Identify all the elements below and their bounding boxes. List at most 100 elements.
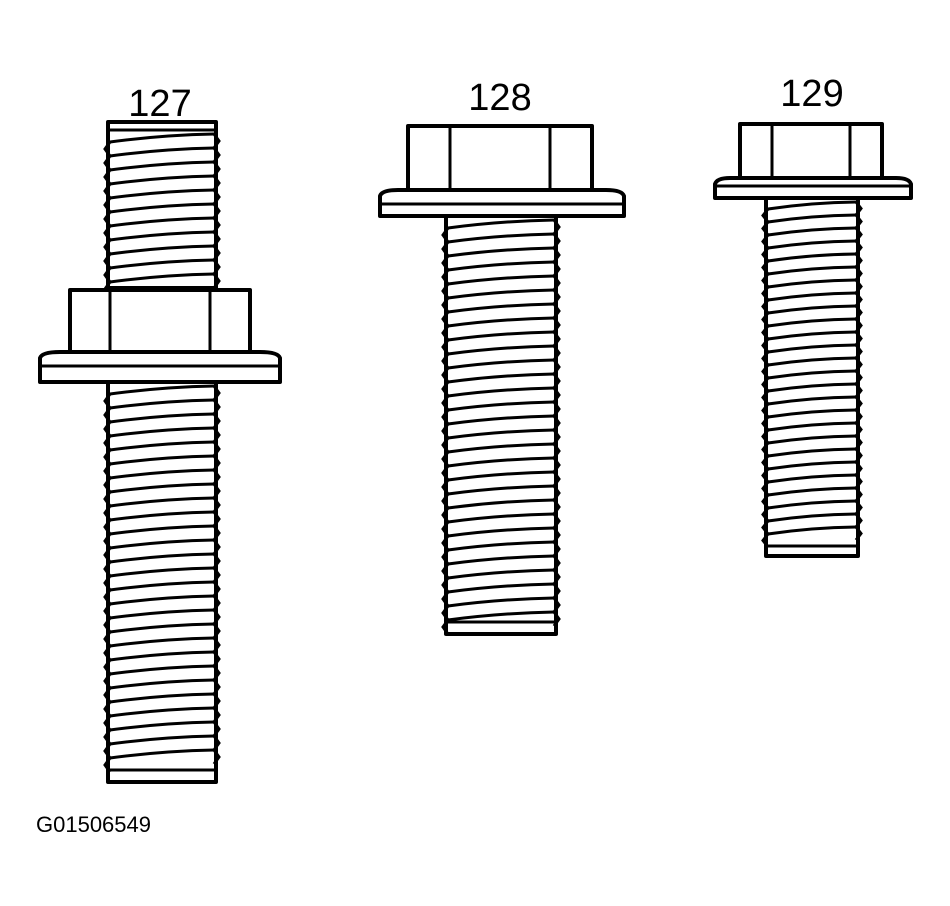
thread-notch [212,693,221,709]
thread-notch [441,493,450,509]
thread-line [109,384,215,396]
thread-notch [552,401,561,417]
thread-line [447,414,555,426]
thread-notch [761,273,770,288]
thread-notch [854,318,863,333]
thread-notch [212,637,221,653]
thread-notch [103,659,112,675]
thread-notch [761,429,770,444]
part-128-label: 128 [468,77,531,119]
thread-line [109,636,215,648]
thread-notch [854,422,863,437]
thread-notch [552,415,561,431]
thread-notch [441,283,450,299]
thread-line [767,356,857,367]
thread-line [447,540,555,552]
part-129-head [713,122,913,200]
thread-notch [854,344,863,359]
thread-line [767,317,857,328]
thread-notch [854,370,863,385]
thread-notch [552,387,561,403]
thread-line [767,239,857,250]
thread-notch [761,403,770,418]
thread-line [109,734,215,746]
thread-notch [761,455,770,470]
thread-line [447,302,555,314]
thread-line [109,440,215,452]
thread-line [767,291,857,302]
thread-notch [212,707,221,723]
thread-notch [212,245,221,261]
thread-line [109,426,215,438]
thread-notch [552,303,561,319]
thread-notch [441,255,450,271]
thread-line [767,395,857,406]
thread-notch [103,617,112,633]
thread-notch [441,269,450,285]
thread-notch [854,526,863,541]
thread-notch [761,442,770,457]
thread-notch [441,409,450,425]
thread-line [767,499,857,510]
thread-line [109,216,215,228]
thread-line [447,386,555,398]
thread-notch [854,292,863,307]
thread-notch [103,491,112,507]
thread-line [109,510,215,522]
thread-notch [552,569,561,585]
thread-line [767,343,857,354]
thread-notch [212,455,221,471]
part-128-thread [441,214,561,636]
thread-notch [103,603,112,619]
thread-notch [854,448,863,463]
thread-notch [103,239,112,255]
thread-notch [552,611,561,627]
thread-line [109,608,215,620]
thread-notch [212,259,221,275]
thread-line [767,213,857,224]
thread-notch [441,619,450,635]
thread-notch [854,227,863,242]
thread-notch [761,247,770,262]
thread-notch [552,247,561,263]
thread-line [109,580,215,592]
thread-notch [212,497,221,513]
thread-notch [761,390,770,405]
thread-notch [212,147,221,163]
thread-notch [854,474,863,489]
thread-line [109,650,215,662]
thread-line [767,369,857,380]
thread-notch [103,225,112,241]
thread-line [109,538,215,550]
thread-notch [552,513,561,529]
thread-line [447,512,555,524]
thread-line [447,554,555,566]
thread-notch [552,289,561,305]
thread-notch [552,541,561,557]
thread-notch [212,721,221,737]
thread-line [109,566,215,578]
thread-notch [212,441,221,457]
thread-line [767,265,857,276]
thread-notch [854,240,863,255]
thread-line [767,278,857,289]
thread-line [109,748,215,760]
thread-line [767,525,857,536]
thread-line [767,486,857,497]
thread-notch [552,597,561,613]
thread-notch [552,443,561,459]
thread-notch [854,331,863,346]
thread-notch [103,211,112,227]
thread-notch [552,219,561,235]
thread-notch [552,499,561,515]
thread-notch [212,385,221,401]
thread-line [109,160,215,172]
thread-notch [103,169,112,185]
thread-line [447,330,555,342]
thread-notch [103,253,112,269]
thread-notch [212,161,221,177]
thread-notch [552,233,561,249]
thread-notch [212,525,221,541]
thread-notch [441,241,450,257]
